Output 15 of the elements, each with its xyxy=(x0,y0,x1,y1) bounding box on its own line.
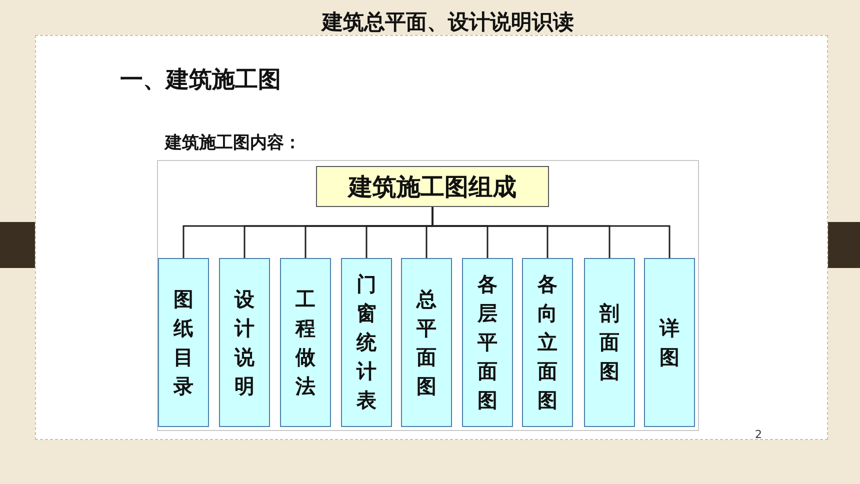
category-box: 详图 xyxy=(644,258,695,427)
category-box: 门窗统计表 xyxy=(341,258,392,427)
subheading: 建筑施工图内容： xyxy=(165,132,301,154)
connector-line xyxy=(432,207,670,258)
section-heading: 一、建筑施工图 xyxy=(120,66,281,95)
category-box: 工程做法 xyxy=(280,258,331,427)
category-box: 剖面图 xyxy=(584,258,635,427)
category-box: 图纸目录 xyxy=(158,258,209,427)
category-box: 各向立面图 xyxy=(522,258,573,427)
page-number: 2 xyxy=(755,428,762,441)
category-box: 各层平面图 xyxy=(462,258,513,427)
root-box: 建筑施工图组成 xyxy=(316,166,549,207)
page-title: 建筑总平面、设计说明识读 xyxy=(320,9,575,36)
category-box: 设计说明 xyxy=(219,258,270,427)
category-box: 总平面图 xyxy=(401,258,452,427)
